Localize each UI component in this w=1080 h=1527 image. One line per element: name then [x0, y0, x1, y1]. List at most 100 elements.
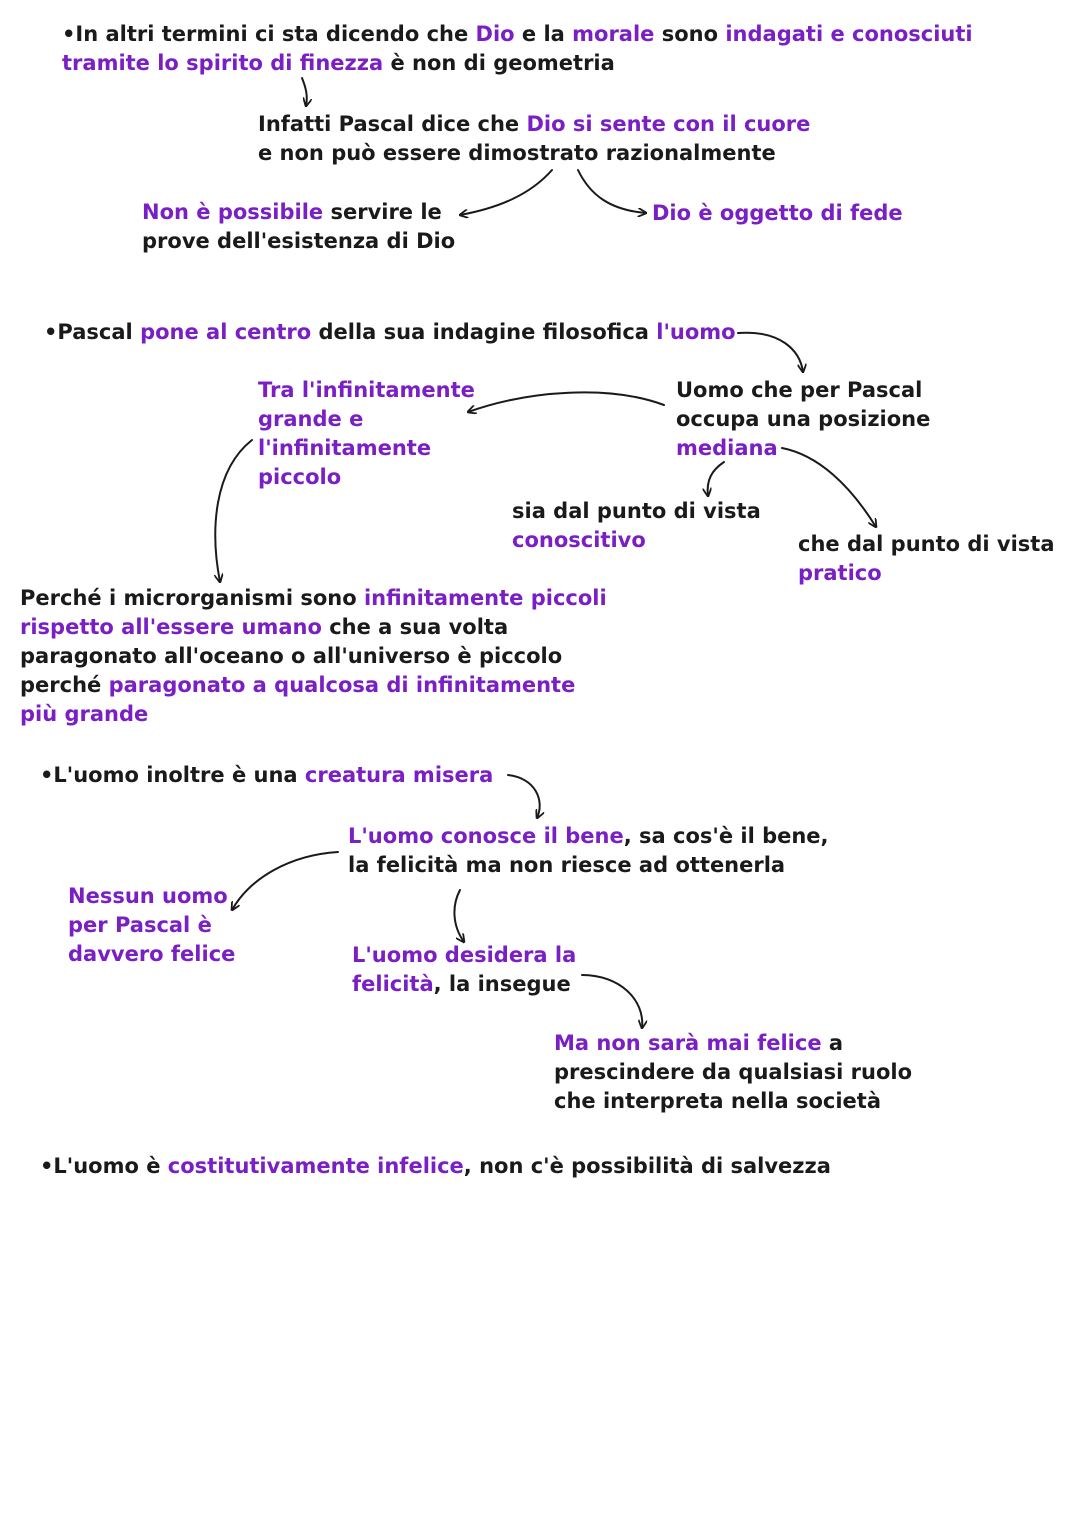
note-pascal-centro-uomo: •Pascal pone al centro della sua indagin… — [44, 318, 736, 347]
note-text: •L'uomo inoltre è una — [40, 763, 305, 787]
note-line: Tra l'infinitamente — [258, 376, 475, 405]
note-line: perché paragonato a qualcosa di infinita… — [20, 671, 607, 700]
note-line: rispetto all'essere umano che a sua volt… — [20, 613, 607, 642]
note-text: a — [821, 1031, 844, 1055]
arrow-posizione-to-infinito — [468, 391, 665, 412]
note-line: •In altri termini ci sta dicendo che Dio… — [62, 20, 973, 49]
note-line: più grande — [20, 700, 607, 729]
highlighted-text: mediana — [676, 436, 778, 460]
note-uomo-conosce-il-bene: L'uomo conosce il bene, sa cos'è il bene… — [348, 822, 829, 880]
highlighted-text: L'uomo conosce il bene — [348, 824, 624, 848]
highlighted-text: Non è possibile — [142, 200, 324, 224]
note-line: conoscitivo — [512, 526, 761, 555]
note-line: per Pascal è — [68, 911, 235, 940]
highlighted-text: tramite lo spirito di finezza — [62, 51, 384, 75]
note-costitutivamente-infelice: •L'uomo è costitutivamente infelice, non… — [40, 1152, 831, 1181]
note-text: che dal punto di vista — [798, 532, 1055, 556]
note-text: perché — [20, 673, 109, 697]
note-line: tramite lo spirito di finezza è non di g… — [62, 49, 973, 78]
note-text: occupa una posizione — [676, 407, 931, 431]
note-text: la felicità ma non riesce ad ottenerla — [348, 853, 786, 877]
note-text: , non c'è possibilità di salvezza — [463, 1154, 831, 1178]
note-line: paragonato all'oceano o all'universo è p… — [20, 642, 607, 671]
note-text: paragonato all'oceano o all'universo è p… — [20, 644, 563, 668]
arrow-bene-to-desidera — [453, 889, 464, 942]
highlighted-text: più grande — [20, 702, 149, 726]
highlighted-text: Nessun uomo — [68, 884, 228, 908]
highlighted-text: per Pascal è — [68, 913, 212, 937]
note-text: prescindere da qualsiasi ruolo — [554, 1060, 913, 1084]
arrow-infinito-to-microrganismi — [215, 439, 253, 582]
note-text: della sua indagine filosofica — [311, 320, 657, 344]
arrow-desidera-to-mai-felice — [581, 974, 642, 1028]
highlighted-text: Dio si sente con il cuore — [526, 112, 811, 136]
highlighted-text: Dio è oggetto di fede — [652, 201, 903, 225]
note-text: prove dell'esistenza di Dio — [142, 229, 456, 253]
note-text: servire le — [323, 200, 442, 224]
note-line: Ma non sarà mai felice a — [554, 1029, 912, 1058]
note-line: L'uomo conosce il bene, sa cos'è il bene… — [348, 822, 829, 851]
note-text: e non può essere dimostrato razionalment… — [258, 141, 776, 165]
note-line: Non è possibile servire le — [142, 198, 455, 227]
note-text: , sa cos'è il bene, — [623, 824, 829, 848]
note-line: grande e — [258, 405, 475, 434]
highlighted-text: davvero felice — [68, 942, 236, 966]
note-text: e la — [514, 22, 573, 46]
arrow-finezza-to-pascal — [301, 77, 307, 106]
note-text: •L'uomo è — [40, 1154, 168, 1178]
note-nessun-uomo-felice: Nessun uomo per Pascal è davvero felice — [68, 882, 235, 969]
note-line: Perché i microrganismi sono infinitament… — [20, 584, 607, 613]
arrow-uomo-to-posizione — [737, 331, 803, 372]
note-line: •L'uomo inoltre è una creatura misera — [40, 761, 493, 790]
note-line: Infatti Pascal dice che Dio si sente con… — [258, 110, 810, 139]
note-line: •L'uomo è costitutivamente infelice, non… — [40, 1152, 831, 1181]
note-line: che interpreta nella società — [554, 1087, 912, 1116]
arrow-cuore-to-prove — [460, 169, 553, 215]
note-line: la felicità ma non riesce ad ottenerla — [348, 851, 829, 880]
note-punto-di-vista-conoscitivo: sia dal punto di vista conoscitivo — [512, 497, 761, 555]
highlighted-text: costitutivamente infelice — [167, 1154, 464, 1178]
note-line: e non può essere dimostrato razionalment… — [258, 139, 810, 168]
highlighted-text: Ma non sarà mai felice — [554, 1031, 822, 1055]
note-line: Nessun uomo — [68, 882, 235, 911]
note-line: sia dal punto di vista — [512, 497, 761, 526]
note-punto-di-vista-pratico: che dal punto di vista pratico — [798, 530, 1055, 588]
highlighted-text: Dio — [475, 22, 515, 46]
arrow-mediana-to-conoscitivo — [708, 461, 725, 496]
note-text: •Pascal — [44, 320, 141, 344]
note-line: che dal punto di vista — [798, 530, 1055, 559]
note-text: che a sua volta — [321, 615, 509, 639]
highlighted-text: morale — [572, 22, 655, 46]
note-line: occupa una posizione — [676, 405, 930, 434]
note-text: sia dal punto di vista — [512, 499, 761, 523]
note-dio-si-sente-con-il-cuore: Infatti Pascal dice che Dio si sente con… — [258, 110, 810, 168]
note-line: mediana — [676, 434, 930, 463]
highlighted-text: infinitamente piccoli — [363, 586, 607, 610]
highlighted-text: grande e — [258, 407, 364, 431]
note-dio-oggetto-di-fede: Dio è oggetto di fede — [652, 199, 903, 228]
arrow-cuore-to-fede — [577, 169, 646, 213]
arrow-bene-to-nessun — [232, 851, 339, 910]
highlighted-text: pratico — [798, 561, 882, 585]
note-text: Perché i microrganismi sono — [20, 586, 364, 610]
note-line: felicità, la insegue — [352, 970, 576, 999]
note-line: pratico — [798, 559, 1055, 588]
highlighted-text: pone al centro — [140, 320, 312, 344]
highlighted-text: rispetto all'essere umano — [20, 615, 322, 639]
highlighted-text: indagati e conosciuti — [725, 22, 973, 46]
note-line: Dio è oggetto di fede — [652, 199, 903, 228]
arrow-misera-to-bene — [507, 774, 540, 818]
note-text: che interpreta nella società — [554, 1089, 881, 1113]
note-line: prove dell'esistenza di Dio — [142, 227, 455, 256]
note-spirito-di-finezza: •In altri termini ci sta dicendo che Dio… — [62, 20, 973, 78]
note-line: l'infinitamente — [258, 434, 475, 463]
highlighted-text: creatura misera — [304, 763, 494, 787]
highlighted-text: piccolo — [258, 465, 342, 489]
note-text: •In altri termini ci sta dicendo che — [62, 22, 476, 46]
highlighted-text: Tra l'infinitamente — [258, 378, 475, 402]
note-text: sono — [654, 22, 726, 46]
note-text: è non di geometria — [383, 51, 615, 75]
